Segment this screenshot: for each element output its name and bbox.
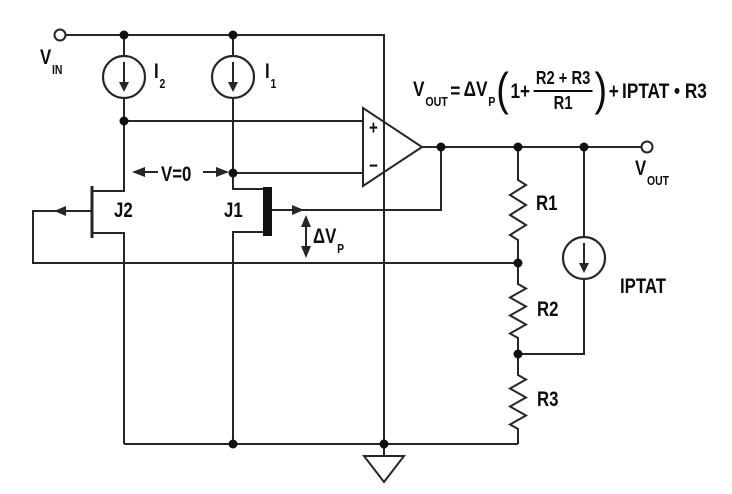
opamp-minus-label: − [369, 156, 378, 177]
v-zero-label: V=0 [161, 163, 192, 186]
opamp-plus-label: + [369, 118, 378, 139]
junction-dots [119, 30, 589, 449]
i2-label: I2 [154, 60, 165, 90]
junction-dot [119, 116, 129, 126]
delta-vp-head-up [301, 215, 311, 227]
j2-label: J2 [114, 199, 133, 222]
j1-source-wire [232, 231, 263, 444]
r2-label: R2 [537, 298, 559, 321]
eq-lhs-sub: OUT [425, 94, 448, 110]
junction-dot [379, 439, 389, 449]
wires [32, 34, 641, 456]
r1-label: R1 [536, 192, 558, 215]
j2-gate-feedback-wire [32, 210, 518, 264]
eq-one-plus: 1+ [510, 79, 531, 103]
resistor-r2 [507, 263, 529, 354]
junction-dot [119, 30, 129, 40]
eq-gain-main: ΔV [463, 77, 488, 101]
vin-label-sub: IN [52, 62, 63, 78]
junction-dot [513, 349, 523, 359]
delta-vp-label-main: ΔV [313, 225, 337, 248]
i1-label-main: I [265, 60, 270, 83]
vout-label: VOUT [635, 157, 669, 187]
current-source-i1 [210, 54, 256, 100]
i2-label-sub: 2 [159, 76, 166, 92]
i1-arrow-head [228, 82, 238, 92]
junction-dot [436, 142, 446, 152]
resistor-r1 [508, 147, 528, 263]
i2-arrow-head [119, 82, 129, 92]
r3-label: R3 [537, 388, 559, 411]
vout-equation: VOUT = ΔVP ( 1+ R2 + R3 R1 ) + IPTAT • R… [413, 62, 707, 115]
eq-equals: = [450, 79, 461, 103]
eq-denominator: R1 [553, 93, 573, 113]
iptat-arrow-head [579, 263, 589, 273]
i1-label: I1 [265, 60, 276, 90]
resistor-r3 [507, 354, 529, 444]
vout-terminal [640, 140, 654, 154]
v-zero-arrows [132, 167, 229, 177]
eq-gain-sub: P [488, 94, 496, 110]
eq-open-paren: ( [496, 62, 509, 115]
vin-label: VIN [40, 46, 62, 76]
top-rail-wire [66, 34, 385, 444]
eq-numerator: R2 + R3 [533, 69, 593, 92]
ground-symbol [361, 455, 407, 484]
junction-dot [228, 30, 238, 40]
vout-label-sub: OUT [647, 173, 669, 189]
vout-label-main: V [635, 157, 647, 180]
junction-dot [228, 439, 238, 449]
eq-iptat-term: IPTAT • R3 [622, 79, 707, 103]
iptat-bottom-wire [518, 279, 585, 355]
vin-terminal [53, 28, 67, 42]
delta-vp-head-down [301, 246, 311, 258]
j1-gate-bar [263, 187, 272, 236]
v-zero-left-head [132, 167, 145, 177]
eq-lhs: VOUT [413, 77, 448, 108]
j2-source-wire [92, 232, 125, 444]
junction-dot [513, 258, 523, 268]
current-source-i2 [101, 54, 147, 100]
eq-gain: ΔVP [463, 77, 496, 108]
iptat-label: IPTAT [620, 275, 667, 298]
delta-vp-arrow [301, 215, 311, 258]
junction-dot [228, 168, 238, 178]
i1-label-sub: 1 [270, 76, 277, 92]
junction-dot [579, 142, 589, 152]
j1-gate-arrow [292, 205, 304, 215]
resistors [507, 147, 529, 444]
j2-drain-wire [92, 121, 125, 192]
i2-label-main: I [154, 60, 159, 83]
j1-label: J1 [224, 199, 243, 222]
junction-dot [513, 142, 523, 152]
current-source-iptat [561, 235, 607, 281]
eq-fraction: R2 + R3 R1 [533, 69, 593, 113]
delta-vp-label: ΔVP [313, 225, 344, 255]
v-zero-right-head [216, 167, 229, 177]
eq-close-paren: ) [594, 62, 608, 115]
j1-drain-wire [232, 173, 263, 190]
vin-label-main: V [40, 46, 52, 69]
opamp-triangle [362, 106, 424, 188]
eq-plus: + [608, 79, 619, 103]
j1-gate-feedback-wire [272, 147, 442, 211]
eq-lhs-main: V [413, 77, 425, 101]
j2-gate-arrow [54, 206, 66, 216]
delta-vp-label-sub: P [337, 241, 345, 257]
